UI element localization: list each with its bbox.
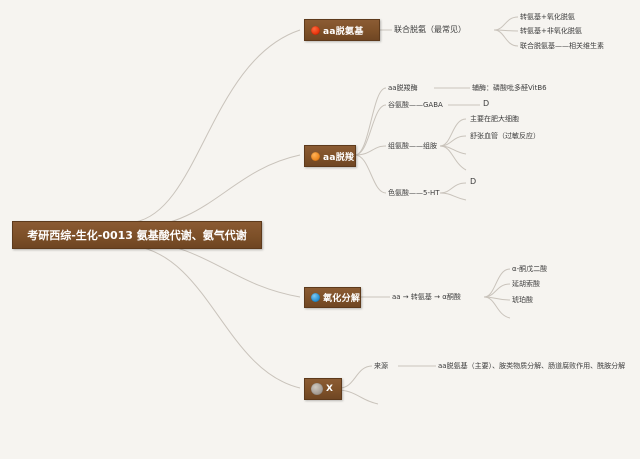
branch-node-ammonia-x[interactable]: X	[304, 378, 342, 400]
leaf-vasodilation-allergy[interactable]: 舒张血管（过敏反应）	[470, 132, 540, 140]
leaf-source-detail[interactable]: aa脱氨基（主要）、胺类物质分解、肠道腐败作用、酰胺分解	[438, 362, 626, 370]
leaf-coenzyme-vitb6[interactable]: 辅酶：磷酸吡多醛VitB6	[472, 84, 547, 92]
branch-node-oxidative-decomposition[interactable]: 氧化分解	[304, 287, 361, 308]
branch-label-oxidative-decomposition: 氧化分解	[323, 294, 361, 304]
blue-dot-icon	[311, 293, 320, 302]
leaf-transamination-nonoxidative[interactable]: 转氨基+非氧化脱氨	[520, 27, 582, 35]
orange-dot-icon	[311, 151, 320, 161]
leaf-glutamate-gaba[interactable]: 谷氨酸——GABA	[388, 101, 443, 109]
leaf-histidine-histamine[interactable]: 组氨酸——组胺	[388, 142, 437, 150]
root-node[interactable]: 考研西综-生化-0013 氨基酸代谢、氨气代谢	[12, 221, 262, 249]
leaf-source[interactable]: 来源	[374, 362, 388, 370]
leaf-5ht-d[interactable]: D	[470, 177, 477, 186]
leaf-gaba-d[interactable]: D	[483, 99, 490, 108]
branch-node-aa-decarboxylation[interactable]: aa脱羧	[304, 145, 356, 167]
branch-node-aa-deamination[interactable]: aa脱氨基	[304, 19, 380, 41]
leaf-united-deamination-vitamins[interactable]: 联合脱氨基——相关维生素	[520, 42, 604, 50]
red-dot-icon	[311, 25, 320, 35]
gray-dot-icon	[311, 383, 323, 395]
leaf-mast-cell[interactable]: 主要在肥大细胞	[470, 115, 519, 123]
root-title: 考研西综-生化-0013 氨基酸代谢、氨气代谢	[27, 229, 247, 242]
branch-label-aa-decarboxylation: aa脱羧	[323, 152, 355, 163]
leaf-decarboxylase[interactable]: aa脱羧酶	[388, 84, 418, 92]
leaf-united-deamination[interactable]: 联合脱氨（最常见）	[394, 25, 466, 34]
leaf-fumarate[interactable]: 延胡索酸	[512, 280, 540, 288]
leaf-tryptophan-5ht[interactable]: 色氨酸——5-HT	[388, 189, 440, 197]
branch-label-ammonia-x: X	[326, 384, 334, 394]
leaf-transamination-oxidative[interactable]: 转氨基+氧化脱氨	[520, 13, 575, 21]
branch-label-aa-deamination: aa脱氨基	[323, 26, 364, 37]
leaf-aa-transamination-ketoacid[interactable]: aa → 转氨基 → α酮酸	[392, 293, 461, 301]
leaf-alpha-ketoglutarate[interactable]: α-酮戊二酸	[512, 265, 548, 273]
leaf-succinate[interactable]: 琥珀酸	[512, 296, 533, 304]
